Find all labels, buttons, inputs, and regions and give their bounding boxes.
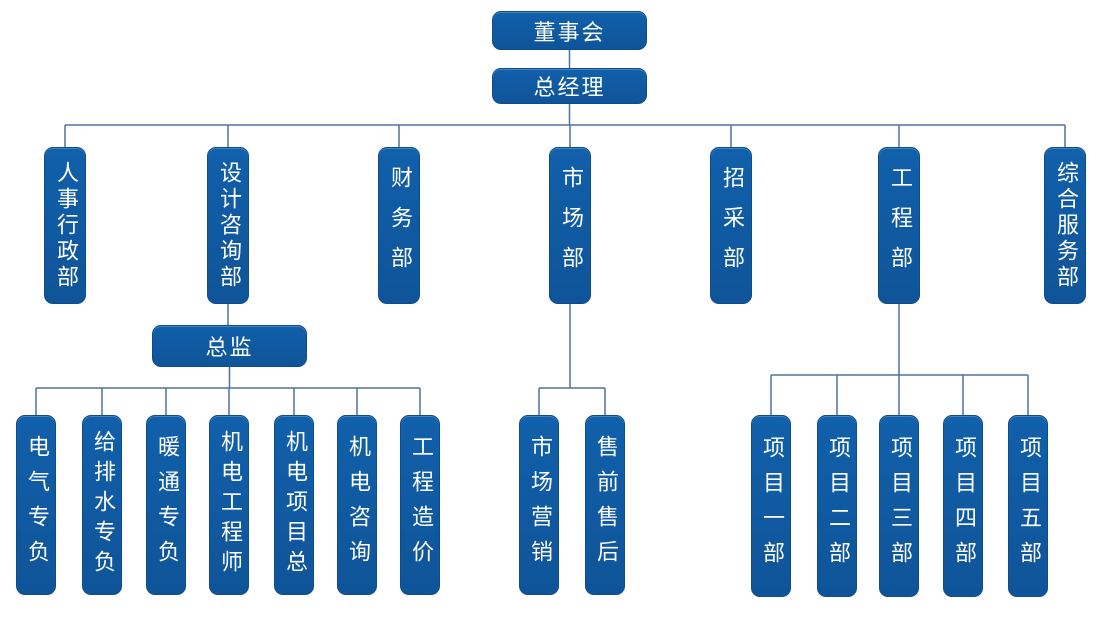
org-node-hvac-specialist: 暖通专负 <box>146 415 186 595</box>
org-node-project-dept-1: 项目一部 <box>751 415 791 597</box>
org-node-plumbing-specialist: 给排水专负 <box>82 415 122 595</box>
org-node-marketing-sales: 市场营销 <box>519 415 559 595</box>
connector-engineering-branch <box>770 304 1029 415</box>
org-node-mep-consulting: 机电咨询 <box>337 415 377 595</box>
org-node-dept-marketing: 市场部 <box>549 147 591 304</box>
org-node-electrical-specialist: 电气专负 <box>16 415 56 595</box>
org-node-general-manager: 总经理 <box>492 68 647 104</box>
org-node-project-dept-5: 项目五部 <box>1008 415 1048 597</box>
org-node-project-dept-4: 项目四部 <box>943 415 983 597</box>
org-node-dept-design-consulting: 设计咨询部 <box>207 147 249 304</box>
org-node-dept-hr-admin: 人事行政部 <box>44 147 86 304</box>
org-node-project-dept-3: 项目三部 <box>879 415 919 597</box>
org-node-dept-general-services: 综合服务部 <box>1044 147 1086 304</box>
org-node-dept-engineering: 工程部 <box>878 147 920 304</box>
org-node-board: 董事会 <box>492 11 647 50</box>
connector-market-branch <box>538 304 606 415</box>
org-node-mep-project-director: 机电项目总 <box>274 415 314 595</box>
org-node-director: 总监 <box>152 325 307 367</box>
org-node-pre-after-sales: 售前售后 <box>585 415 625 595</box>
org-node-cost-engineering: 工程造价 <box>400 415 440 595</box>
org-node-project-dept-2: 项目二部 <box>817 415 857 597</box>
org-node-mep-engineer: 机电工程师 <box>209 415 249 595</box>
org-node-dept-procurement: 招采部 <box>710 147 752 304</box>
org-node-dept-finance: 财务部 <box>378 147 420 304</box>
